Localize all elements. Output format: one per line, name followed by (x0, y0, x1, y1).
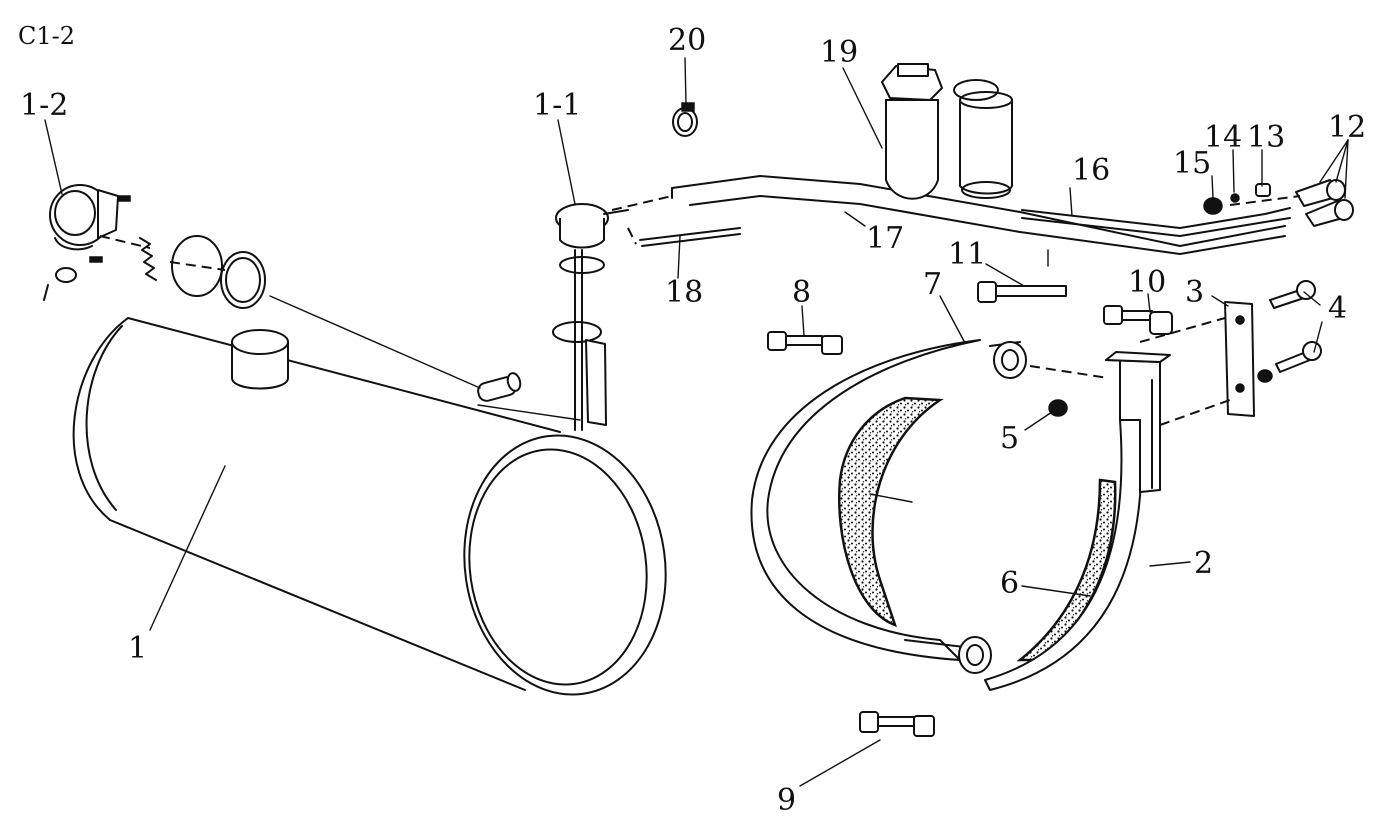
callout-8: 8 (792, 275, 811, 310)
bolts-4 (1269, 280, 1322, 373)
tank-strap-upper (750, 339, 1027, 674)
fuel-pipe-17 (671, 175, 1286, 255)
callout-1-1: 1-1 (533, 88, 581, 123)
callout-6: 6 (1000, 566, 1019, 601)
fuel-pipe-18 (639, 227, 741, 247)
fuel-pipe-16 (1021, 207, 1291, 237)
callout-15: 15 (1173, 146, 1211, 181)
washer-14 (1230, 193, 1240, 203)
bolt-9 (859, 711, 935, 737)
plug-13 (1255, 183, 1271, 197)
nut-5 (1048, 399, 1068, 417)
leader-filler (269, 295, 481, 389)
rubber-pad-upper (838, 396, 944, 628)
fuel-tank (72, 317, 667, 696)
cap-axis-line (99, 235, 151, 249)
cap-gasket-plate (171, 235, 223, 297)
bolt-11 (977, 281, 1067, 303)
banjo-fittings (1295, 179, 1354, 227)
spring-washer (1257, 369, 1273, 383)
callout-4: 4 (1328, 291, 1347, 326)
mounting-plate (1224, 301, 1255, 417)
bolt-8 (767, 331, 843, 355)
callout-18: 18 (665, 275, 703, 310)
sealing-washer-15 (1203, 197, 1223, 215)
callout-7: 7 (923, 267, 942, 302)
fuel-filter (881, 63, 1013, 200)
callout-9: 9 (777, 783, 796, 818)
callout-1: 1 (128, 631, 147, 666)
callouts: 1 1-1 1-2 2 3 4 5 6 7 8 9 10 11 12 13 14… (20, 23, 1366, 818)
callout-1-2: 1-2 (20, 88, 68, 123)
bolt-10 (1103, 305, 1173, 335)
filler-neck (231, 329, 289, 390)
callout-10: 10 (1128, 265, 1166, 300)
callout-16: 16 (1072, 153, 1110, 188)
callout-5: 5 (1000, 421, 1019, 456)
callout-17: 17 (866, 221, 904, 256)
callout-11: 11 (948, 237, 986, 272)
callout-14: 14 (1204, 120, 1242, 155)
retaining-ring (220, 251, 266, 309)
hose-clamp (672, 102, 698, 137)
filler-cap (43, 184, 131, 301)
callout-20: 20 (668, 23, 706, 58)
callout-3: 3 (1185, 275, 1204, 310)
callout-2: 2 (1194, 546, 1213, 581)
tank-strap-bracket (984, 351, 1171, 691)
cap-spring (139, 237, 157, 281)
leader-lines (44, 57, 1349, 787)
sheet-code: C1-2 (18, 22, 75, 50)
callout-13: 13 (1247, 120, 1285, 155)
tank-outlet-fitting (477, 372, 581, 421)
callout-12: 12 (1328, 110, 1366, 145)
fuel-level-sender (552, 203, 637, 431)
callout-19: 19 (820, 35, 858, 70)
